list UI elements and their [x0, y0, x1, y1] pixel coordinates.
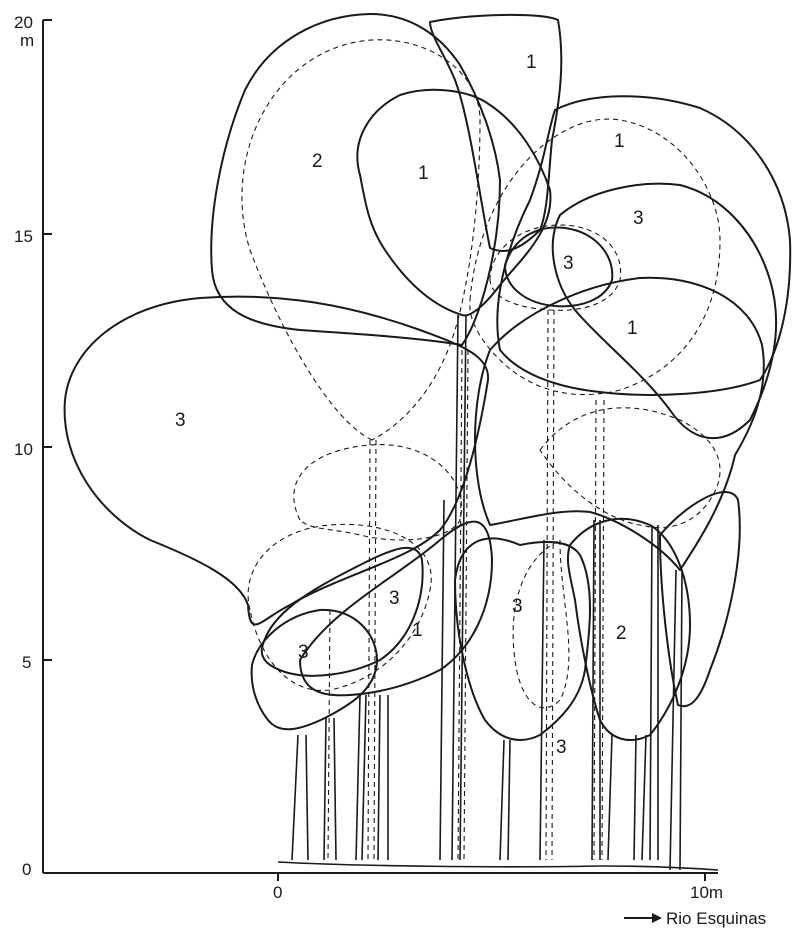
stratum-label: 3: [563, 253, 574, 274]
dashed-trunk: [602, 400, 604, 860]
trunk: [292, 735, 298, 860]
dashed-trunk: [546, 310, 548, 860]
dashed-crown: [513, 540, 569, 708]
stratum-label: 1: [526, 52, 537, 73]
stratum-labels: 1 1 1 2 3 3 1 3 3 1 3 3 2 3: [175, 52, 644, 758]
trunk: [460, 315, 466, 860]
trunk: [540, 540, 544, 860]
dashed-crown: [540, 408, 720, 528]
stratum-label: 1: [418, 163, 429, 184]
trunk: [324, 718, 326, 860]
dashed-trunk: [552, 310, 554, 860]
trunk: [440, 500, 444, 860]
stratum-label: 1: [627, 318, 638, 339]
trunk: [306, 735, 308, 860]
crown-stratum-2-tall: [211, 14, 500, 345]
crown-stratum-3-left: [65, 297, 489, 625]
trunk: [452, 315, 458, 860]
stratum-label: 3: [633, 208, 644, 229]
trunk: [378, 695, 380, 860]
trunk: [508, 740, 510, 860]
crown-stratum-3-small: [505, 227, 612, 306]
trunk: [608, 735, 612, 860]
y-tick-label-15: 15: [14, 227, 33, 246]
trunk: [362, 695, 366, 860]
stratum-label: 3: [298, 642, 309, 663]
stratum-label: 1: [614, 131, 625, 152]
x-tick-label-10m: 10m: [690, 883, 723, 902]
stratum-label: 3: [175, 410, 186, 431]
trunk: [500, 740, 504, 860]
y-tick-label-10: 10: [14, 440, 33, 459]
dashed-crown: [248, 524, 431, 690]
y-tick-label-20: 20: [14, 13, 33, 32]
y-unit-label: m: [20, 31, 34, 50]
x-tick-label-0: 0: [273, 883, 282, 902]
stratum-label: 2: [616, 623, 627, 644]
trunk: [334, 718, 336, 860]
direction-label: Rio Esquinas: [666, 909, 766, 928]
crown-stratum-1-far-right-lower: [660, 492, 740, 706]
dashed-trunk: [368, 440, 370, 860]
dashed-crown: [294, 445, 462, 540]
y-tick-label-5: 5: [22, 653, 31, 672]
stratum-label: 3: [512, 596, 523, 617]
ground-line: [278, 862, 718, 870]
trunk: [634, 735, 636, 860]
dashed-trunk: [594, 400, 596, 860]
trunk: [650, 525, 652, 860]
stratum-label: 3: [389, 588, 400, 609]
direction-arrow-icon: [624, 913, 662, 923]
trunk: [356, 695, 360, 860]
stratum-label: 1: [412, 620, 423, 641]
visible-trunks: [292, 315, 682, 870]
y-tick-label-0: 0: [22, 860, 31, 879]
dashed-trunk: [328, 610, 330, 860]
trunk: [670, 570, 676, 870]
stratum-label: 3: [556, 737, 567, 758]
crown-stratum-1-right-upper: [497, 96, 790, 395]
trunk: [642, 735, 646, 860]
trunk: [680, 570, 682, 870]
crown-stratum-1-center: [357, 90, 550, 316]
hidden-crowns: [242, 40, 720, 708]
crown-stratum-2-right: [568, 519, 690, 740]
stratum-label: 2: [312, 151, 323, 172]
crown-stratum-1-right-middle: [475, 278, 764, 570]
dashed-crown: [242, 40, 480, 440]
